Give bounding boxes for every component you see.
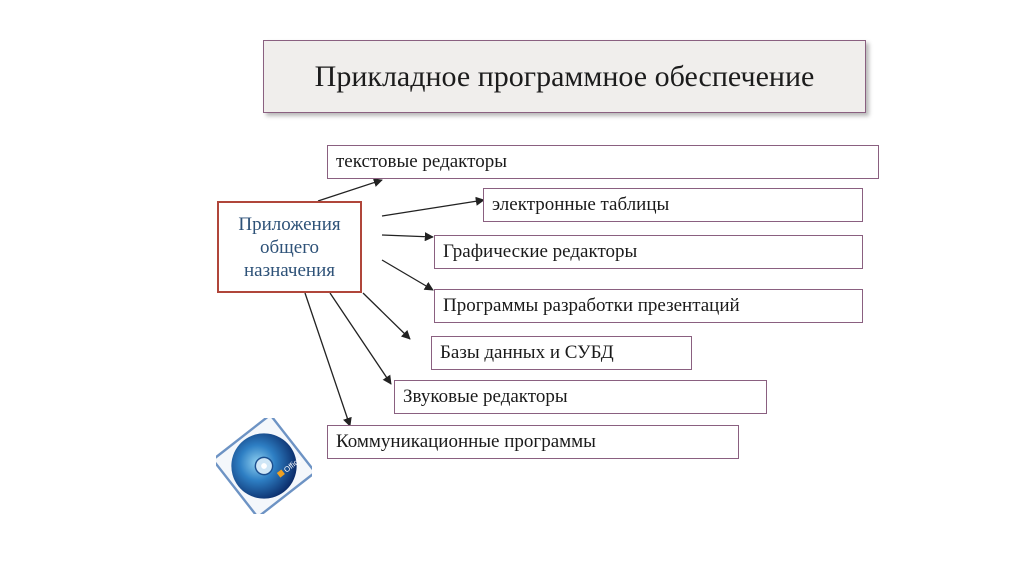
- page-title: Прикладное программное обеспечение: [314, 59, 815, 93]
- node-presentations: Программы разработки презентаций: [434, 289, 863, 323]
- arrow-to-spreadsheets: [381, 196, 485, 217]
- arrow-to-text-editors: [317, 178, 383, 202]
- arrow-to-sound-editors: [329, 292, 392, 385]
- node-databases: Базы данных и СУБД: [431, 336, 692, 370]
- node-label: Звуковые редакторы: [403, 386, 568, 407]
- node-label: Коммуникационные программы: [336, 431, 596, 452]
- node-label: текстовые редакторы: [336, 151, 507, 172]
- center-line-2: общего: [259, 236, 320, 258]
- node-spreadsheets: электронные таблицы: [483, 188, 863, 222]
- node-sound-editors: Звуковые редакторы: [394, 380, 767, 414]
- office-cd-icon: Office: [216, 418, 312, 514]
- node-communication: Коммуникационные программы: [327, 425, 739, 459]
- node-label: Программы разработки презентаций: [443, 295, 740, 316]
- arrow-to-databases: [362, 292, 411, 340]
- arrow-to-graphic-editors: [381, 232, 434, 242]
- center-node: Приложения общего назначения: [217, 201, 362, 293]
- arrow-to-communication: [304, 292, 352, 427]
- title-box: Прикладное программное обеспечение: [263, 40, 866, 113]
- node-label: электронные таблицы: [492, 194, 670, 215]
- center-line-3: назначения: [243, 259, 335, 281]
- node-label: Графические редакторы: [443, 241, 638, 262]
- arrow-to-presentations: [381, 259, 434, 291]
- center-line-1: Приложения: [238, 213, 341, 235]
- node-graphic-editors: Графические редакторы: [434, 235, 863, 269]
- node-label: Базы данных и СУБД: [440, 342, 614, 363]
- node-text-editors: текстовые редакторы: [327, 145, 879, 179]
